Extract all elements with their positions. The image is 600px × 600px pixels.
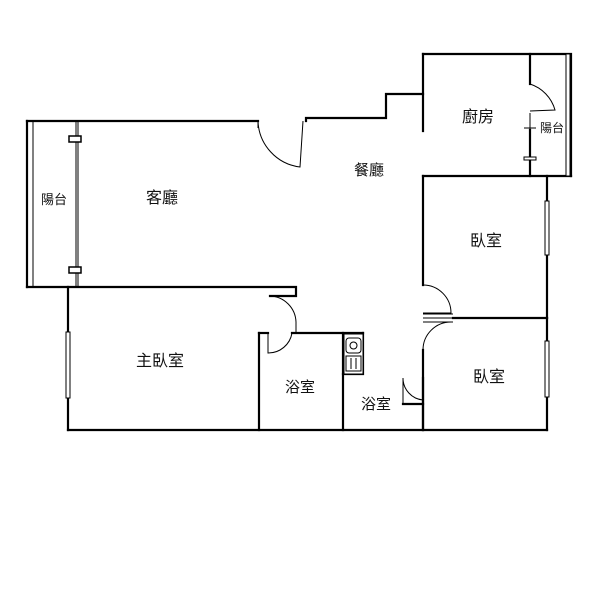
label-bedroom-upper: 臥室 [470,231,502,250]
balcony-post-bottom [68,266,82,274]
label-kitchen: 廚房 [462,107,494,126]
label-master-bedroom: 主臥室 [136,351,184,370]
window-kitchen-balcony [565,53,571,177]
master-bedroom-door [269,295,297,333]
balcony-post-top [68,135,82,143]
balcony-rail [68,121,82,287]
kitchen-balcony-step [523,156,537,161]
sink-drain [349,341,358,350]
label-balcony-left: 陽台 [41,193,67,208]
hall-bath-door [402,377,424,401]
label-balcony-kitchen: 陽台 [540,120,564,135]
wall-kitchen-top [421,52,573,178]
room-labels: 陽台 客廳 餐廳 廚房 陽台 臥室 主臥室 浴室 浴室 臥室 [41,107,564,413]
window-master-bedroom [65,331,71,399]
outer-walls [25,52,573,432]
window-bedroom-lower [544,340,550,398]
bedroom-lower-door [422,321,452,351]
entry-door-swing [257,120,304,168]
label-bedroom-lower: 臥室 [473,367,505,386]
wall-dining-top [304,92,425,123]
label-dining-room: 餐廳 [354,161,384,179]
master-bath-door [267,332,293,354]
windows [65,53,571,399]
label-living-room: 客廳 [146,188,178,207]
label-bathroom-hall: 浴室 [361,395,391,413]
wall-living-bottom [25,285,298,298]
kitchen-balcony-door [529,83,556,112]
sink-basin [345,337,362,354]
doors [257,83,556,404]
window-bedroom-upper [544,200,550,256]
label-bathroom-master: 浴室 [285,378,315,396]
washbasin-fixture [343,333,364,375]
sink-cabinet [345,355,362,372]
bedroom-upper-door [422,284,452,314]
